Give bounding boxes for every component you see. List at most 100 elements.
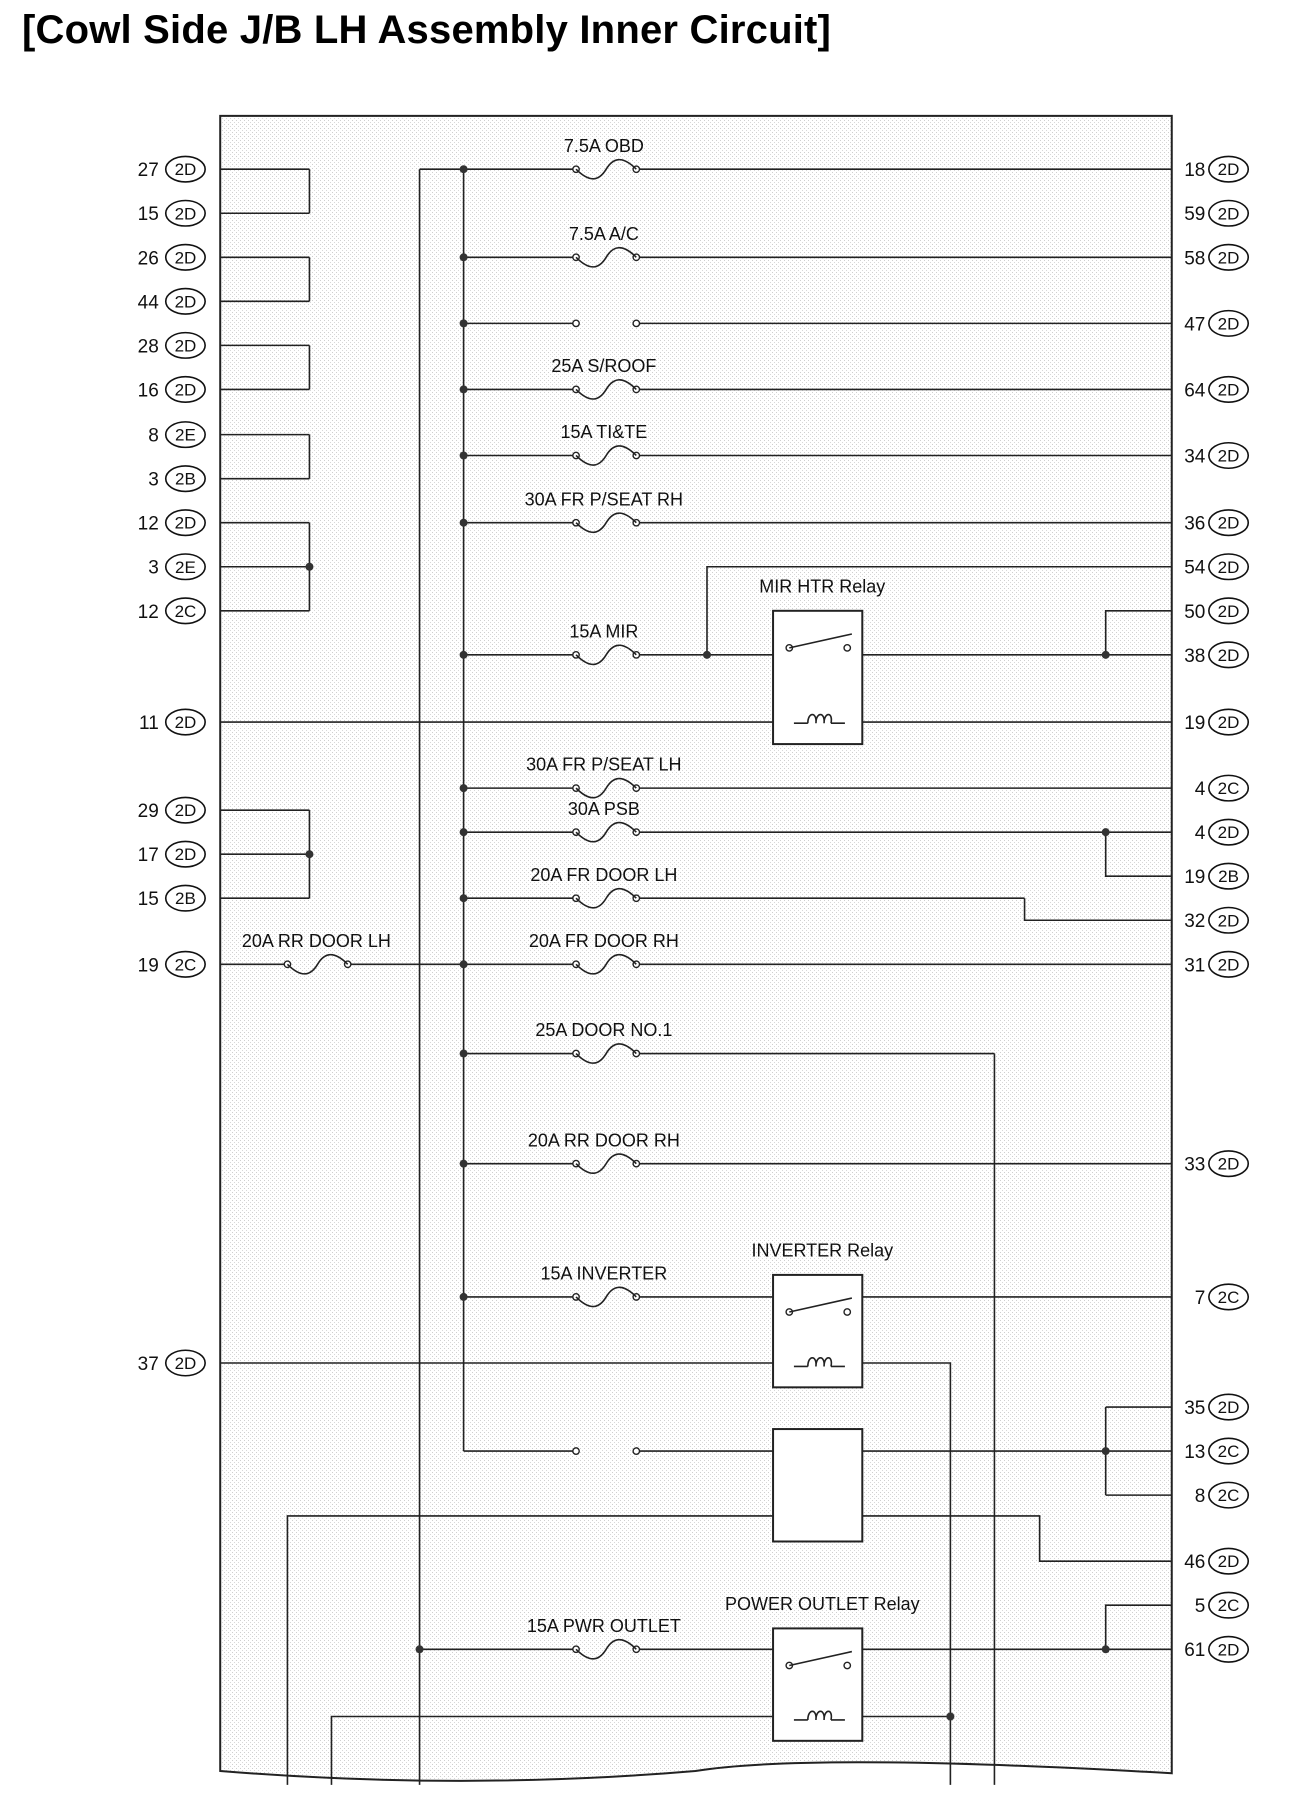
fuse-symbol — [575, 512, 637, 534]
right-pin-connector: 2D — [1208, 509, 1250, 537]
connector-code: 2B — [1218, 867, 1239, 886]
fuse-symbol — [575, 953, 637, 975]
left-pin-connector: 2C — [164, 950, 206, 978]
connector-badge — [164, 287, 206, 315]
relay-label: POWER OUTLET Relay — [725, 1594, 920, 1614]
connector-code: 2D — [175, 336, 197, 355]
right-pin-connector: 2D — [1208, 309, 1250, 337]
left-pin-connector: 2D — [164, 708, 206, 736]
connector-code: 2C — [1218, 1596, 1240, 1615]
fuse-symbol — [575, 1043, 637, 1064]
connector-code: 2D — [1218, 602, 1240, 621]
connector-badge — [1208, 1393, 1250, 1421]
right-pin-connector: 2C — [1208, 1591, 1250, 1619]
left-pin-number: 15 — [138, 889, 159, 910]
connector-code: 2D — [175, 845, 197, 864]
connector-code: 2D — [1218, 911, 1240, 930]
left-pin-connector: 2D — [164, 796, 206, 824]
right-pin-number: 18 — [1184, 160, 1205, 181]
left-pin-number: 19 — [138, 955, 159, 976]
junction-dot — [459, 650, 468, 659]
junction-box-outline — [219, 114, 1173, 1782]
wire — [286, 1515, 1172, 1785]
junction-dot — [459, 385, 468, 394]
terminal — [572, 1447, 580, 1455]
fuse-label: 15A TI&TE — [560, 422, 647, 442]
fuse-label: 15A PWR OUTLET — [527, 1616, 681, 1636]
fuse-symbol — [575, 158, 637, 180]
right-pin-connector: 2D — [1208, 950, 1250, 978]
right-pin-connector: 2C — [1208, 1283, 1250, 1311]
connector-code: 2D — [175, 248, 197, 267]
relay-switch — [789, 633, 853, 649]
junction-dot — [459, 1292, 468, 1301]
connector-badge — [1208, 509, 1250, 537]
left-pin-number: 37 — [138, 1354, 159, 1375]
connector-badge — [1208, 1635, 1250, 1663]
connector-badge — [1208, 243, 1250, 271]
right-pin-number: 61 — [1184, 1640, 1205, 1661]
fuse-label: 25A S/ROOF — [551, 356, 656, 376]
junction-dot — [1101, 1447, 1110, 1456]
right-pin-number: 8 — [1195, 1486, 1206, 1507]
connector-badge — [1208, 818, 1250, 846]
right-pin-connector: 2D — [1208, 1547, 1250, 1575]
connector-badge — [1208, 1481, 1250, 1509]
connector-badge — [164, 553, 206, 581]
right-pin-connector: 2D — [1208, 553, 1250, 581]
connector-code: 2D — [1218, 713, 1240, 732]
right-pin-number: 19 — [1184, 713, 1205, 734]
connector-code: 2D — [175, 514, 197, 533]
connector-badge — [164, 796, 206, 824]
connector-code: 2C — [1218, 1288, 1240, 1307]
right-pin-connector: 2D — [1208, 1635, 1250, 1663]
connector-code: 2D — [1218, 160, 1240, 179]
fuse-label: 20A FR DOOR LH — [530, 865, 677, 885]
connector-code: 2D — [175, 160, 197, 179]
fuse-symbol — [575, 887, 637, 909]
right-pin-number: 58 — [1184, 248, 1205, 269]
terminal — [572, 319, 580, 328]
connector-code: 2B — [175, 470, 196, 489]
right-pin-connector: 2B — [1208, 862, 1250, 890]
connector-badge — [164, 375, 206, 403]
left-pin-connector: 2E — [164, 421, 206, 449]
right-pin-number: 35 — [1184, 1398, 1205, 1419]
right-pin-number: 32 — [1184, 911, 1205, 932]
component-layer — [283, 158, 1110, 1742]
right-pin-connector: 2C — [1208, 1481, 1250, 1509]
connector-code: 2C — [1218, 1486, 1240, 1505]
left-pin-number: 3 — [148, 470, 159, 491]
wire-layer — [220, 168, 1172, 1785]
left-pin-connector: 2D — [164, 509, 206, 537]
connector-code: 2C — [175, 955, 197, 974]
connector-code: 2E — [175, 558, 196, 577]
connector-badge — [1208, 441, 1250, 470]
connector-badge — [1208, 950, 1250, 978]
terminal — [843, 1661, 852, 1670]
junction-dot — [459, 1159, 468, 1168]
fuse-label: 15A MIR — [569, 621, 638, 641]
right-pin-number: 5 — [1195, 1596, 1206, 1617]
connector-badge — [164, 155, 206, 183]
connector-badge — [164, 1349, 206, 1377]
left-pin-connector: 2D — [164, 199, 206, 227]
relay-coil — [807, 713, 833, 724]
terminal — [843, 643, 852, 652]
right-pin-number: 36 — [1184, 514, 1205, 535]
relay-label: INVERTER Relay — [751, 1240, 893, 1260]
relay-switch — [789, 1650, 853, 1667]
junction-dot — [1101, 1645, 1110, 1654]
fuse-symbol — [575, 246, 637, 268]
left-pin-connector: 2E — [164, 553, 206, 581]
relay-switch — [789, 1297, 853, 1313]
wire — [1104, 1604, 1172, 1650]
connector-badge — [1208, 375, 1250, 403]
connector-badge — [164, 243, 206, 271]
left-pin-number: 12 — [138, 602, 159, 623]
fuse-symbol — [575, 445, 637, 466]
fuse-label: 7.5A A/C — [569, 224, 639, 244]
connector-code: 2C — [1218, 1442, 1240, 1461]
connector-badge — [1208, 1547, 1250, 1575]
